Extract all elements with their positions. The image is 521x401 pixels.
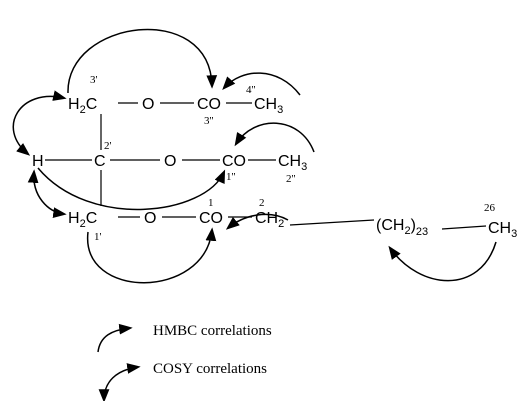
legend-hmbc-label: HMBC correlations xyxy=(153,323,272,339)
legend: HMBC correlations COSY correlations xyxy=(97,323,272,401)
atom-h-mid: H xyxy=(32,153,44,170)
atom-co-top: CO xyxy=(197,96,221,113)
bond-ch2-chain xyxy=(289,219,375,226)
cosy-arrow-h3p-h2p xyxy=(12,90,67,156)
num-1p: 1' xyxy=(94,231,102,243)
atom-o-top: O xyxy=(142,96,154,113)
num-26: 26 xyxy=(484,202,496,214)
legend-hmbc-arrow-icon xyxy=(97,323,133,353)
hmbc-arrow-h1p-co1 xyxy=(87,227,217,284)
num-3p: 3' xyxy=(90,74,98,86)
hmbc-arrow-ch3-co3pp xyxy=(222,72,301,96)
legend-cosy-arrow-icon xyxy=(98,363,141,401)
num-4pp: 4'' xyxy=(246,84,255,96)
hmbc-arrow-h2-co1 xyxy=(225,213,289,230)
atom-ch3-end: CH3 xyxy=(488,220,517,240)
atom-h2c-top: H2C xyxy=(68,96,97,116)
hmbc-arrow-h2p-co1pp xyxy=(37,167,226,211)
num-2p: 2' xyxy=(104,140,112,152)
atom-o-mid: O xyxy=(164,153,176,170)
cosy-arrow-h2p-h1p xyxy=(27,169,67,219)
atoms: H2C O CO CH3 H C O CO CH3 H2C O CO CH2 (… xyxy=(32,96,517,240)
atom-o-bot: O xyxy=(144,210,156,227)
bond-chain-ch3 xyxy=(441,225,487,230)
atom-h2c-bot: H2C xyxy=(68,210,97,230)
atom-ch3-mid: CH3 xyxy=(278,153,307,173)
legend-cosy-label: COSY correlations xyxy=(153,361,267,377)
hmbc-arrow-h3p-co3pp xyxy=(67,28,218,94)
hmbc-arrows xyxy=(37,28,497,284)
atom-co-bot: CO xyxy=(199,210,223,227)
num-1pp: 1'' xyxy=(226,171,235,183)
atom-ch3-top: CH3 xyxy=(254,96,283,116)
atom-co-mid: CO xyxy=(222,153,246,170)
position-numbers: 3' 4'' 3'' 2' 1'' 2'' 1 2 26 1' xyxy=(90,74,496,243)
num-2: 2 xyxy=(259,197,265,209)
num-2pp: 2'' xyxy=(286,173,295,185)
num-1: 1 xyxy=(208,197,214,209)
cosy-arrows xyxy=(12,90,67,219)
atom-c-mid: C xyxy=(94,153,106,170)
atom-ch2-bot: CH2 xyxy=(255,210,284,230)
hmbc-arrow-ch3-end-chain xyxy=(388,241,497,282)
hmbc-arrow-ch3-co1pp xyxy=(234,122,315,153)
num-3pp: 3'' xyxy=(204,115,213,127)
atom-chain: (CH2)23 xyxy=(376,217,428,238)
